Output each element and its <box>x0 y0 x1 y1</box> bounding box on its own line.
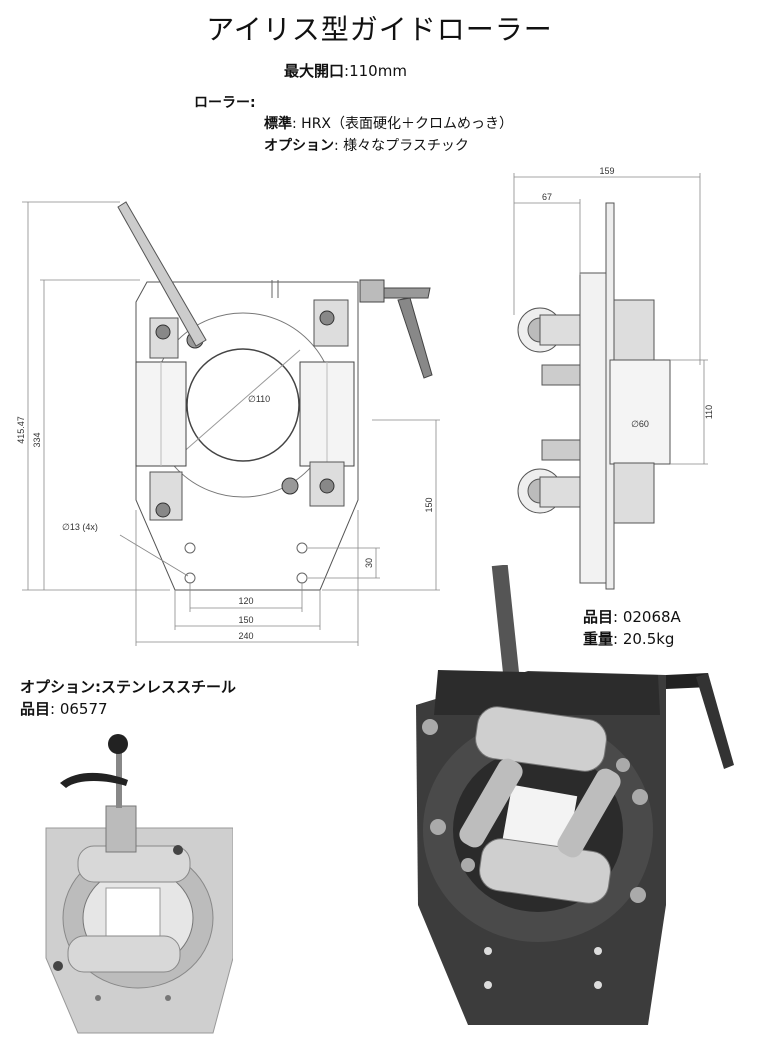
dim-overall-height: 415.47 <box>16 416 26 444</box>
standard-label: 標準 <box>264 116 292 132</box>
option-part-line: 品目: 06577 <box>20 698 236 720</box>
standard-spec: 標準: HRX（表面硬化＋クロムめっき） <box>264 113 513 133</box>
dim-side-opening: 110 <box>704 405 714 419</box>
dim-roller-offset: 67 <box>542 192 552 202</box>
main-product-photo <box>416 565 734 1025</box>
option-spec: オプション: 様々なプラスチック <box>264 135 469 155</box>
dim-roller-dia: ∅60 <box>631 419 649 429</box>
dim-body-height: 334 <box>32 432 42 447</box>
dim-hole-span: 120 <box>238 596 253 606</box>
max-opening-label: 最大開口 <box>284 62 345 80</box>
dim-center-height: 150 <box>424 497 434 512</box>
dim-overall-width: 240 <box>238 631 253 641</box>
dim-overall-depth: 159 <box>599 166 614 176</box>
main-part-label: 品目 <box>583 608 614 626</box>
main-weight-line: 重量: 20.5kg <box>583 628 681 650</box>
dim-opening: ∅110 <box>248 394 270 404</box>
side-drawing: 159 67 ∅60 110 <box>513 166 714 590</box>
main-weight-value: : 20.5kg <box>613 630 675 648</box>
option-value: : 様々なプラスチック <box>334 138 469 154</box>
main-product-info: 品目: 02068A 重量: 20.5kg <box>583 606 681 650</box>
option-label: オプション <box>264 138 334 154</box>
option-heading: オプション:ステンレススチール <box>20 678 237 696</box>
dim-hole: ∅13 (4x) <box>62 522 98 532</box>
standard-value: : HRX（表面硬化＋クロムめっき） <box>292 116 514 132</box>
roller-label: ローラー: <box>194 95 256 111</box>
option-product-info: オプション:ステンレススチール 品目: 06577 <box>20 676 236 720</box>
main-part-line: 品目: 02068A <box>583 606 681 628</box>
main-part-value: : 02068A <box>613 608 681 626</box>
dim-hole-offset: 30 <box>364 558 374 568</box>
front-drawing: 415.47 334 ∅110 ∅13 (4x) 150 30 120 150 … <box>16 201 440 646</box>
option-part-label: 品目 <box>20 700 51 718</box>
main-weight-label: 重量 <box>583 630 614 648</box>
stainless-product-photo <box>45 734 233 1034</box>
max-opening-value: 110mm <box>349 62 407 80</box>
dim-base-width: 150 <box>238 615 253 625</box>
option-part-value: : 06577 <box>50 700 108 718</box>
max-opening-spec: 最大開口:110mm <box>284 62 407 80</box>
page-title: アイリス型ガイドローラー <box>206 13 553 46</box>
